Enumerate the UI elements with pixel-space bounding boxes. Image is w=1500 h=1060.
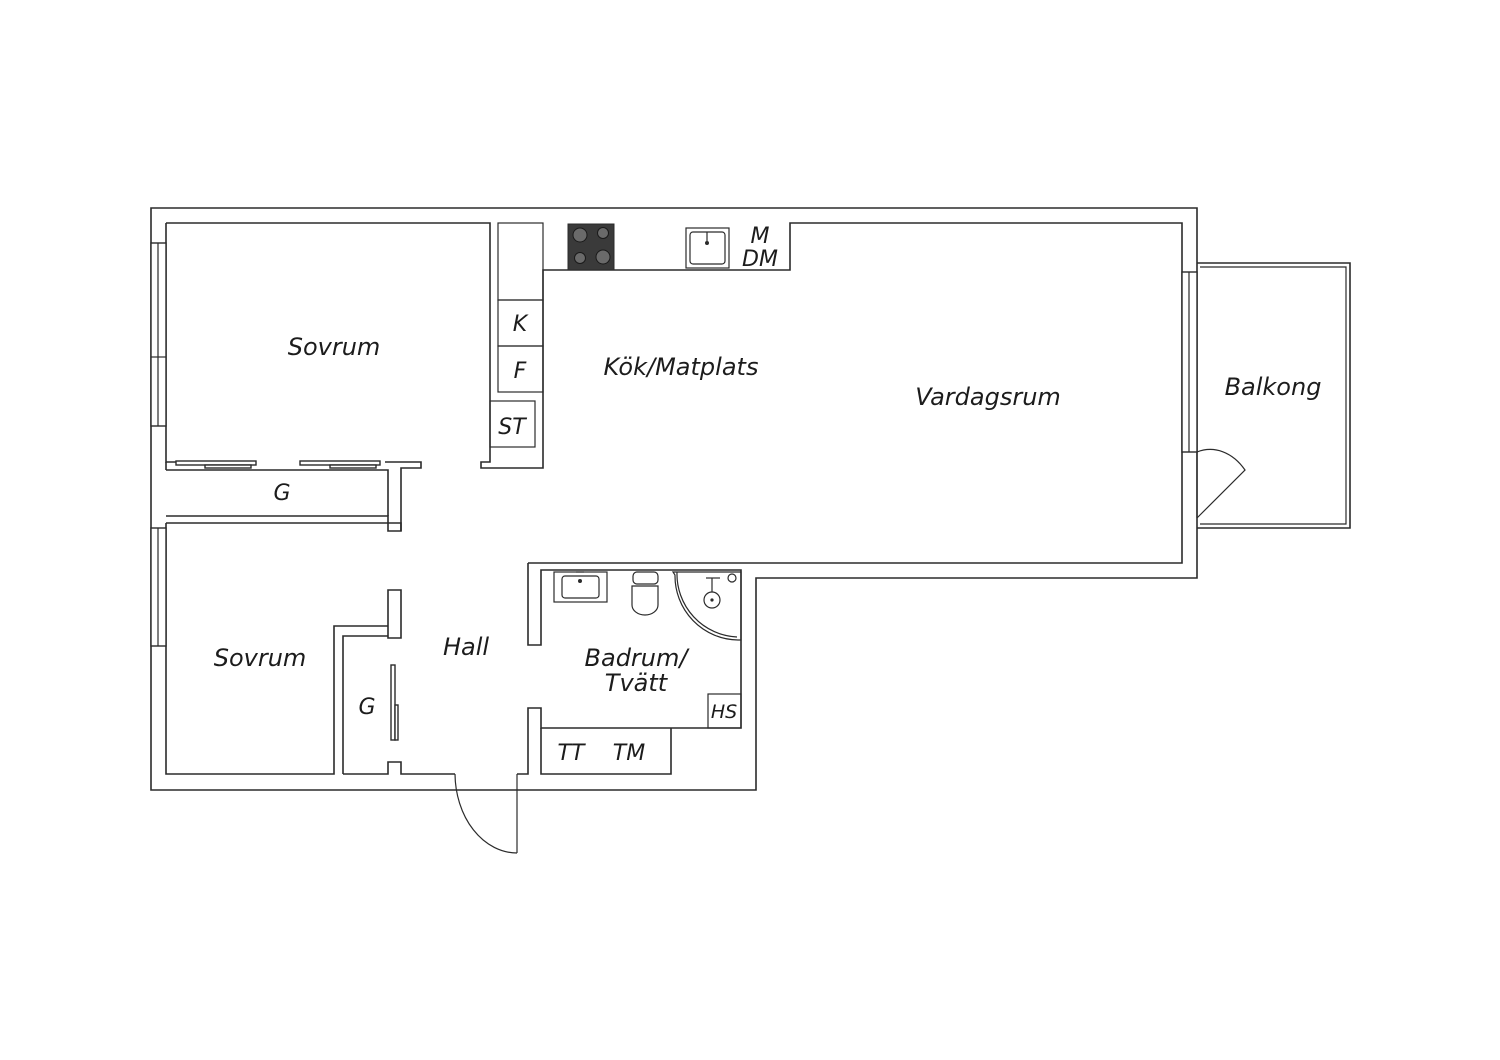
room-label-sovrum-top: Sovrum	[288, 333, 381, 361]
room-label-garderob-hall: G	[358, 695, 375, 720]
room-label-balkong: Balkong	[1225, 373, 1322, 401]
fixture-label-stadskap: ST	[498, 415, 527, 440]
room-label-vardagsrum: Vardagsrum	[915, 383, 1061, 411]
fixture-label-kyl: K	[513, 312, 529, 337]
room-label-badrum-line1: Badrum/	[585, 644, 691, 672]
bathroom-fixtures	[553, 571, 742, 641]
room-label-garderob-top: G	[273, 481, 290, 506]
bathroom-walls	[517, 563, 742, 775]
kitchen-fixtures	[489, 222, 730, 448]
kitchen-sink-icon	[685, 227, 730, 269]
bedroom-top	[165, 223, 422, 532]
windows-left	[150, 242, 167, 647]
entrance-door	[454, 773, 518, 854]
hall-wardrobe	[342, 635, 455, 775]
toilet-icon	[631, 571, 659, 616]
washbasin-icon	[553, 571, 608, 603]
fixture-label-torktumlare: TT	[558, 741, 586, 766]
room-label-hall: Hall	[443, 633, 489, 661]
fixture-label-mikro: M	[751, 224, 770, 249]
room-label-kok: Kök/Matplats	[604, 353, 759, 381]
fixture-label-diskmaskin: DM	[742, 247, 778, 272]
room-label-sovrum-bottom: Sovrum	[214, 644, 307, 672]
fixture-label-tvattmaskin: TM	[613, 741, 645, 766]
shower-icon	[671, 571, 742, 641]
balcony	[1181, 262, 1351, 529]
wardrobe-doors-top	[175, 460, 381, 469]
outer-walls	[150, 207, 1198, 791]
room-label-badrum-line2: Tvätt	[605, 669, 669, 697]
fixture-label-hogskap: HS	[711, 701, 737, 723]
fixture-label-frys: F	[514, 359, 527, 384]
bedroom-bottom	[165, 522, 402, 775]
